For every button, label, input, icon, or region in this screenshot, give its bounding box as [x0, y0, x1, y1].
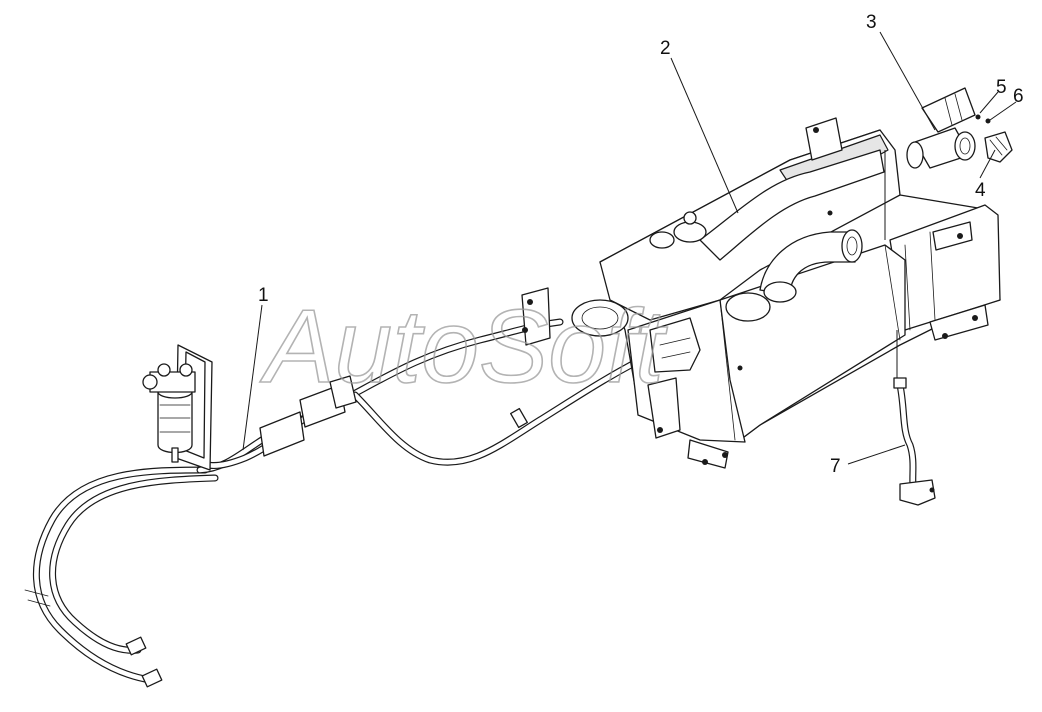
callout-3: 3 — [866, 12, 877, 33]
watermark-text: AutoSoft — [259, 289, 668, 405]
callout-6: 6 — [1013, 86, 1024, 107]
callout-5: 5 — [996, 77, 1007, 98]
callout-1: 1 — [258, 285, 269, 306]
callout-labels: 1 2 3 4 5 6 7 — [258, 12, 1024, 477]
filler-assembly — [884, 87, 1013, 240]
callout-7: 7 — [830, 456, 841, 477]
callout-4: 4 — [975, 180, 986, 201]
return-line — [893, 330, 936, 506]
fuel-tank — [521, 117, 1001, 469]
callout-2: 2 — [660, 38, 671, 59]
callout-leaders — [242, 31, 1017, 465]
fuel-filter — [142, 344, 213, 471]
